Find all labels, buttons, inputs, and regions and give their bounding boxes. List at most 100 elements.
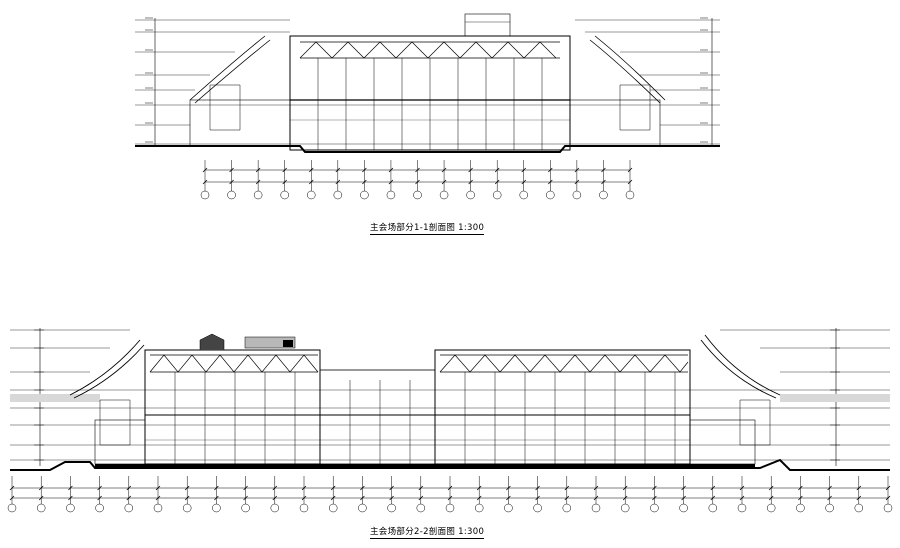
dimension-tick <box>330 485 336 491</box>
axis-bubble <box>572 190 582 200</box>
dimension-tick <box>798 495 803 501</box>
dimension-tick <box>282 167 287 173</box>
section-2-2-left-wing <box>94 419 146 465</box>
dimension-tick <box>308 167 314 173</box>
dimension-tick <box>184 495 190 501</box>
axis-bubble <box>854 503 864 513</box>
section-2-2-ground-slab <box>95 464 755 469</box>
axis-bubble <box>270 503 280 513</box>
dimension-tick <box>360 495 365 501</box>
dimension-tick <box>229 167 234 173</box>
axis-bubble <box>333 190 343 200</box>
dimension-tick <box>126 495 132 501</box>
section-1-1-level-lines <box>135 19 720 145</box>
section-2-2-level-markers <box>34 328 840 466</box>
dimension-tick <box>593 495 599 501</box>
axis-bubble <box>182 503 192 513</box>
section-1-1-level-markers <box>145 17 713 146</box>
axis-bubble <box>124 503 134 513</box>
dimension-tick <box>229 179 234 185</box>
axis-bubble <box>7 503 17 513</box>
dimension-tick <box>622 485 628 491</box>
dimension-tick <box>710 495 716 501</box>
dimension-tick <box>362 179 367 185</box>
dimension-tick <box>447 495 453 501</box>
dimension-tick <box>710 485 716 491</box>
dimension-tick <box>441 179 447 185</box>
section-1-1-caption: 主会场部分1-1剖面图 1:300 <box>370 223 485 235</box>
axis-bubble <box>679 503 688 513</box>
section-1-1-right-eave <box>589 35 666 131</box>
axis-bubble <box>625 190 635 200</box>
dimension-tick <box>798 485 803 491</box>
dimension-tick <box>360 485 365 491</box>
section-2-2-glazing-band-right <box>780 394 890 402</box>
dimension-tick <box>535 495 540 501</box>
dimension-tick <box>155 485 161 491</box>
dimension-tick <box>202 179 208 185</box>
dimension-tick <box>362 167 367 173</box>
dimension-tick <box>335 179 341 185</box>
section-2-2-central-block <box>319 369 436 465</box>
dimension-tick <box>97 495 102 501</box>
axis-bubble <box>796 503 805 513</box>
axis-bubble <box>358 503 367 513</box>
axis-bubble <box>95 503 104 513</box>
section-2-2-level-lines <box>10 329 890 461</box>
axis-bubble <box>307 190 316 200</box>
dimension-tick <box>68 495 73 501</box>
section-1-1-left-wing <box>189 99 291 147</box>
section-2-2-axis-grid <box>7 476 893 513</box>
axis-bubble <box>153 503 163 513</box>
dimension-tick <box>885 485 891 491</box>
dimension-tick <box>564 495 570 501</box>
dimension-tick <box>335 167 341 173</box>
dimension-tick <box>627 179 633 185</box>
axis-bubble <box>360 190 369 200</box>
dimension-tick <box>38 485 44 491</box>
dimension-tick <box>68 485 73 491</box>
axis-bubble <box>299 503 309 513</box>
dimension-tick <box>521 167 527 173</box>
dimension-tick <box>593 485 599 491</box>
axis-bubble <box>212 503 221 513</box>
section-2-2-left-roof-truss <box>149 354 319 373</box>
dimension-tick <box>388 179 394 185</box>
section-1-1-drawing <box>135 13 720 153</box>
dimension-tick <box>441 167 447 173</box>
section-2-2-rooftop-unit <box>244 336 296 349</box>
dimension-tick <box>768 485 774 491</box>
dimension-tick <box>652 485 657 491</box>
dimension-tick <box>506 495 511 501</box>
axis-bubble <box>650 503 659 513</box>
section-2-2-drawing <box>10 328 890 471</box>
dimension-tick <box>388 167 394 173</box>
section-1-1-roof-truss <box>299 41 560 59</box>
axis-bubble <box>533 503 542 513</box>
dimension-tick <box>214 485 219 491</box>
dimension-tick <box>468 167 473 173</box>
dimension-tick <box>301 485 307 491</box>
dimension-tick <box>827 495 832 501</box>
dimension-tick <box>9 495 15 501</box>
dimension-tick <box>476 495 482 501</box>
dimension-tick <box>885 495 891 501</box>
axis-bubble <box>445 503 455 513</box>
axis-bubble <box>416 503 426 513</box>
dimension-tick <box>574 179 580 185</box>
axis-bubble <box>599 190 608 200</box>
section-1-1-right-wing <box>569 99 661 147</box>
dimension-tick <box>827 485 832 491</box>
dimension-tick <box>415 167 420 173</box>
dimension-tick <box>9 485 15 491</box>
dimension-tick <box>739 485 745 491</box>
dimension-tick <box>535 485 540 491</box>
axis-bubble <box>504 503 513 513</box>
dimension-tick <box>243 495 248 501</box>
section-2-2-caption: 主会场部分2-2剖面图 1:300 <box>370 527 485 539</box>
dimension-tick <box>202 167 208 173</box>
dimension-tick <box>548 179 553 185</box>
axis-bubble <box>883 503 893 513</box>
dimension-tick <box>214 495 219 501</box>
